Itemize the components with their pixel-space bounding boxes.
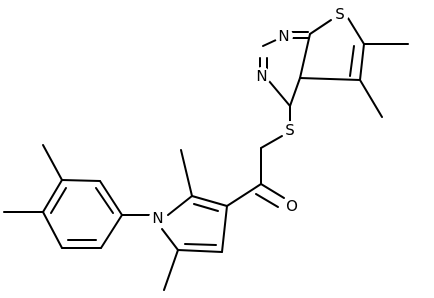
bond-c3-c2-double bbox=[193, 203, 219, 212]
bond-ar-c6-c1 bbox=[100, 214, 123, 249]
atom-nitrogen-n1: N bbox=[278, 27, 289, 45]
bond-c6-c5-double bbox=[349, 45, 355, 77]
bond-c4-c3 bbox=[221, 205, 228, 253]
bond-s-ch2 bbox=[260, 135, 283, 149]
bond-c2-n bbox=[167, 195, 193, 216]
bond-c7a-s bbox=[309, 19, 332, 35]
bond-n-c5 bbox=[161, 228, 179, 251]
bond-c4-c4a bbox=[289, 77, 301, 107]
atom-sulfur-thioether: S bbox=[285, 121, 295, 139]
bond-c2-methyl bbox=[180, 149, 193, 197]
atom-sulfur-thiophene: S bbox=[335, 5, 345, 23]
bonds bbox=[3, 17, 409, 291]
bond-ar-c3-c4 bbox=[42, 179, 63, 213]
atom-labels: S N N S O N bbox=[149, 5, 349, 227]
bond-ar-c1-c2 bbox=[99, 180, 123, 216]
bond-c4-n3 bbox=[268, 80, 291, 107]
bond-co-o-double bbox=[255, 193, 279, 208]
bond-co-o bbox=[260, 183, 285, 199]
bond-c5-c4-double bbox=[184, 243, 217, 246]
bond-c5-methyl bbox=[359, 79, 383, 118]
bond-ar-c1-c2-inner bbox=[95, 187, 114, 214]
bond-ar-c3-methyl bbox=[42, 144, 63, 181]
bond-c5-c4 bbox=[177, 249, 223, 253]
bond-c3-c2 bbox=[191, 195, 228, 207]
bond-ar-c3-c4-inner bbox=[50, 187, 67, 214]
atom-nitrogen-n3: N bbox=[256, 67, 267, 85]
bond-ar-c4-c5 bbox=[42, 211, 63, 249]
bond-c6-c5 bbox=[359, 43, 365, 81]
bond-s-c6 bbox=[347, 17, 365, 45]
atom-nitrogen-pyrrole: N bbox=[152, 209, 163, 227]
bond-c5-methyl bbox=[163, 249, 179, 291]
bond-co-c3-pyrrole bbox=[226, 183, 262, 207]
bond-c7a-c4a bbox=[299, 33, 311, 79]
bond-c2-n1 bbox=[262, 39, 277, 47]
bond-c5-c4a bbox=[299, 77, 361, 81]
bond-ar-c2-c3 bbox=[61, 179, 101, 182]
atom-oxygen-carbonyl: O bbox=[286, 197, 298, 215]
